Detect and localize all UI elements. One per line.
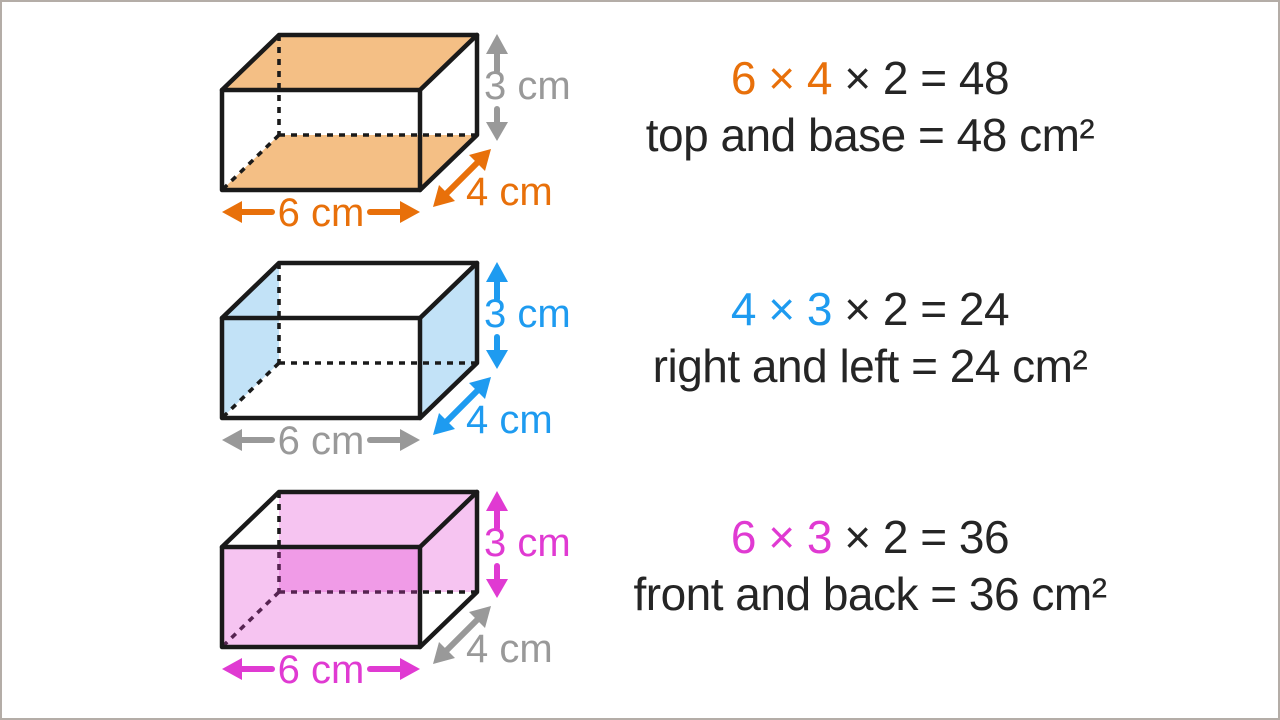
left-arrow-icon [222,201,242,223]
right-arrow-icon [400,201,420,223]
width-label: 6 cm [278,648,365,692]
solid-edges [219,260,480,421]
height-label: 3 cm [484,64,571,108]
shaded-faces [222,263,477,418]
cuboid-drawing: 3 cm 4 cm 6 cm [219,489,571,692]
equation-rest: × 2 = 36 [831,511,1010,563]
solid-edges [219,32,480,193]
equation-right-and-left: 4 × 3 × 2 = 24 right and left = 24 cm² [590,281,1150,395]
equation-highlight: 6 × 3 [730,511,833,563]
height-dimension: 3 cm [484,34,571,141]
left-arrow-icon [222,658,242,680]
depth-arrow-lower-icon [433,185,455,207]
depth-label: 4 cm [466,627,553,671]
height-label: 3 cm [484,292,571,336]
equation-top-and-base: 6 × 4 × 2 = 48 top and base = 48 cm² [590,50,1150,164]
shaded-faces [222,35,477,190]
depth-arrow-upper-icon [469,606,491,628]
back-face [279,492,477,592]
up-arrow-icon [486,34,508,54]
depth-arrow-lower-icon [433,413,455,435]
equation-highlight: 6 × 4 [730,52,833,104]
down-arrow-icon [486,579,508,598]
up-arrow-icon [486,262,508,282]
equation-rest: × 2 = 48 [831,52,1010,104]
width-label: 6 cm [278,191,365,235]
hidden-edges [220,492,477,649]
depth-arrow-upper-icon [469,149,491,171]
equation-line: 6 × 3 × 2 = 36 [590,509,1150,566]
width-dimension: 6 cm [222,419,420,463]
equation-front-and-back: 6 × 3 × 2 = 36 front and back = 36 cm² [590,509,1150,623]
depth-dimension: 4 cm [433,377,553,442]
equation-line: 6 × 4 × 2 = 48 [590,50,1150,107]
cuboid-figure-top-and-base: 3 cm 4 cm 6 cm [210,25,580,247]
width-label: 6 cm [278,419,365,463]
hidden-edges [220,35,477,192]
down-arrow-icon [486,350,508,369]
equation-caption: top and base = 48 cm² [645,109,1095,161]
equation-line: 4 × 3 × 2 = 24 [590,281,1150,338]
width-dimension: 6 cm [222,648,420,692]
depth-dimension: 4 cm [433,606,553,671]
right-arrow-icon [400,658,420,680]
depth-arrow-lower-icon [433,642,455,664]
cuboid-drawing: 3 cm 4 cm 6 cm [219,260,571,463]
top-face [222,35,477,90]
depth-dimension: 4 cm [433,149,553,214]
depth-label: 4 cm [466,398,553,442]
front-face [222,547,420,647]
height-label: 3 cm [484,521,571,565]
base-face [222,135,477,190]
cuboid-drawing: 3 cm 4 cm 6 cm [219,32,571,235]
left-arrow-icon [222,429,242,451]
up-arrow-icon [486,491,508,511]
right-arrow-icon [400,429,420,451]
width-dimension: 6 cm [222,191,420,235]
depth-label: 4 cm [466,170,553,214]
equation-highlight: 4 × 3 [730,283,833,335]
depth-arrow-upper-icon [469,377,491,399]
equation-caption: front and back = 36 cm² [633,568,1107,620]
height-dimension: 3 cm [484,262,571,369]
right-face [420,263,477,418]
solid-edges [219,489,480,650]
equation-caption: right and left = 24 cm² [652,340,1088,392]
equation-rest: × 2 = 24 [831,283,1010,335]
down-arrow-icon [486,122,508,141]
hidden-edges [220,263,477,420]
left-face [222,263,279,418]
cuboid-figure-front-and-back: 3 cm 4 cm 6 cm [210,482,580,704]
cuboid-figure-right-and-left: 3 cm 4 cm 6 cm [210,253,580,475]
height-dimension: 3 cm [484,491,571,598]
